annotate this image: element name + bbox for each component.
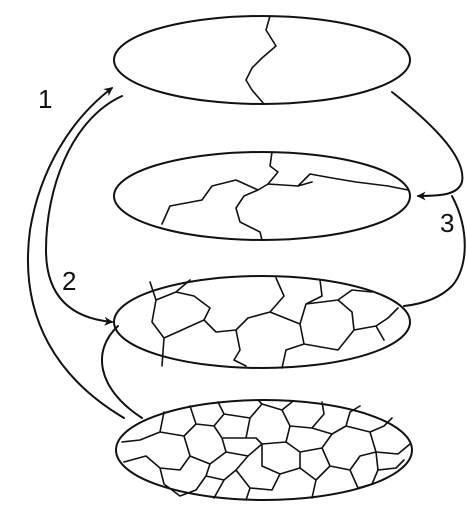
- layer-middle-cracks: [162, 152, 408, 240]
- layer-middle-outline: [114, 152, 410, 240]
- layer-lower: [114, 276, 410, 368]
- layer-top: [114, 16, 410, 104]
- arrow-2: [46, 96, 122, 322]
- layer-top-outline: [114, 16, 410, 104]
- label-1: 1: [38, 84, 52, 114]
- layer-top-crack: [246, 16, 276, 104]
- arrow-3: [392, 92, 462, 196]
- layer-lower-cracks: [150, 278, 398, 368]
- connector-right-loop: [404, 196, 465, 306]
- label-3: 3: [440, 208, 454, 238]
- layer-bottom: [116, 400, 412, 500]
- label-2: 2: [62, 266, 76, 296]
- layer-lower-outline: [114, 276, 410, 368]
- connector-bottom-to-lower: [102, 326, 142, 418]
- layer-middle: [114, 152, 410, 240]
